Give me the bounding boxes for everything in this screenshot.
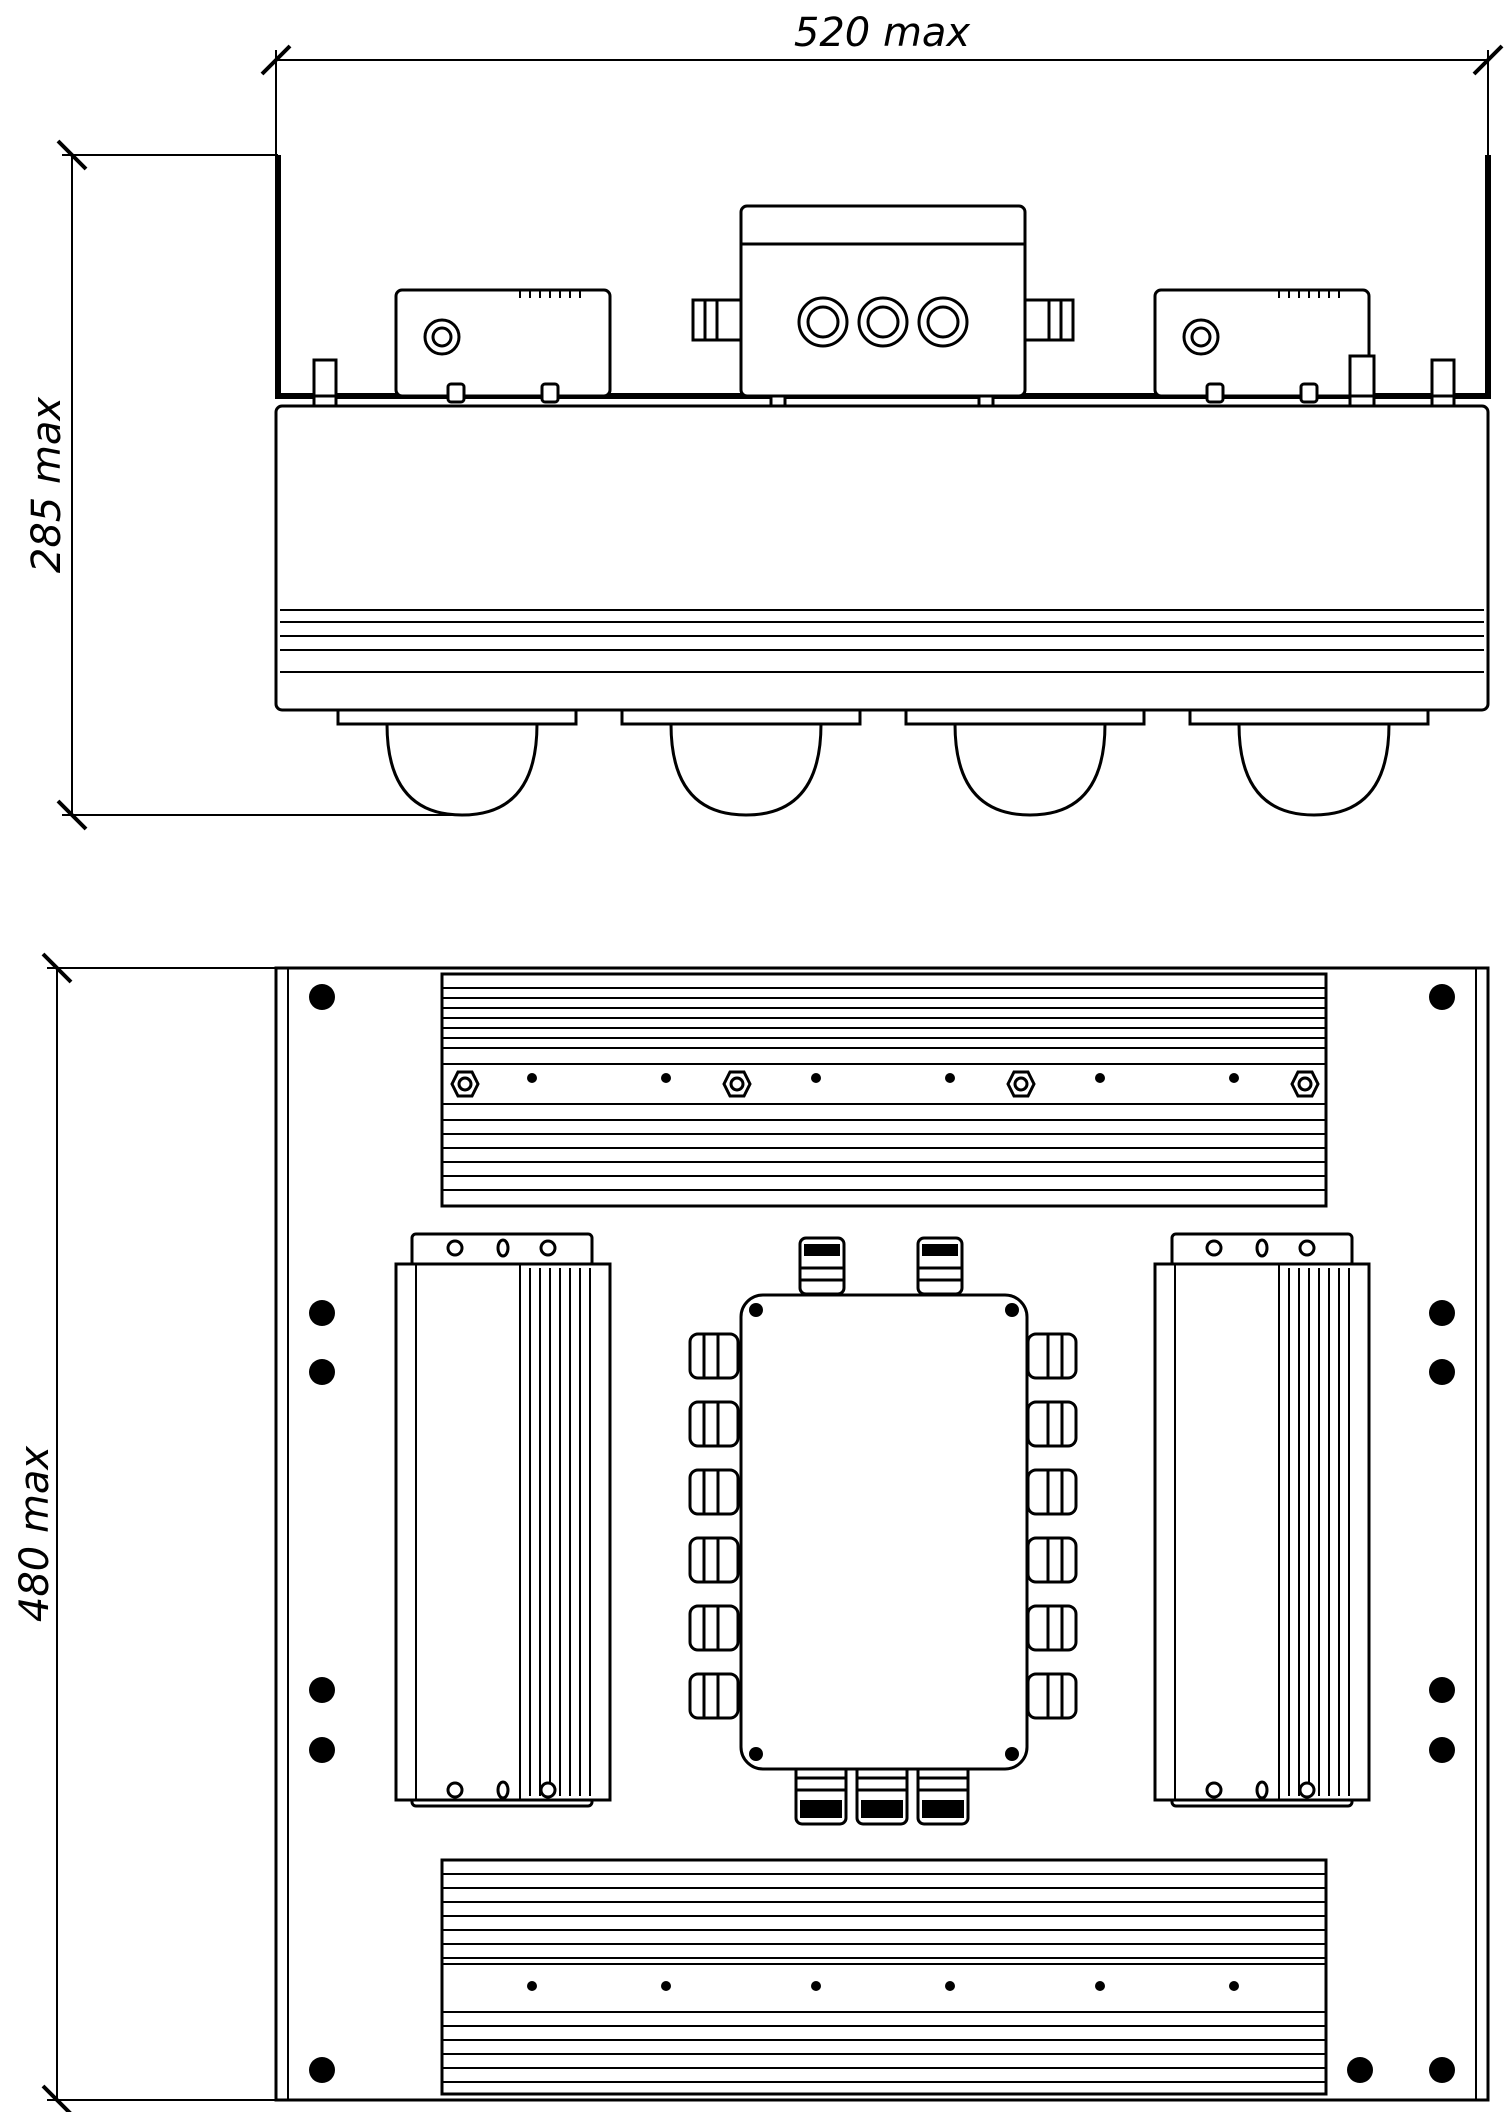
box-left-glands — [688, 1332, 740, 1720]
plan-view — [274, 966, 1490, 2102]
junction-box-plan — [688, 1236, 1078, 1826]
box-bottom-glands — [794, 1760, 970, 1826]
bottom-heatsink — [440, 1858, 1328, 2096]
width-dimension — [260, 44, 1504, 160]
plan-height-dimension-label: 480 max — [12, 1446, 58, 1623]
width-dimension-label: 520 max — [794, 10, 971, 56]
side-height-dimension-label: 285 max — [24, 397, 70, 574]
right-driver-plan — [1153, 1232, 1371, 1808]
side-box-glands — [797, 296, 969, 348]
side-view — [274, 155, 1491, 817]
top-heatsink — [440, 972, 1328, 1208]
side-height-dimension — [56, 139, 470, 831]
plan-mounting-holes — [309, 984, 1455, 2083]
left-driver-plan — [394, 1232, 612, 1808]
side-lamps — [336, 708, 1430, 817]
plan-height-dimension — [41, 952, 276, 2112]
